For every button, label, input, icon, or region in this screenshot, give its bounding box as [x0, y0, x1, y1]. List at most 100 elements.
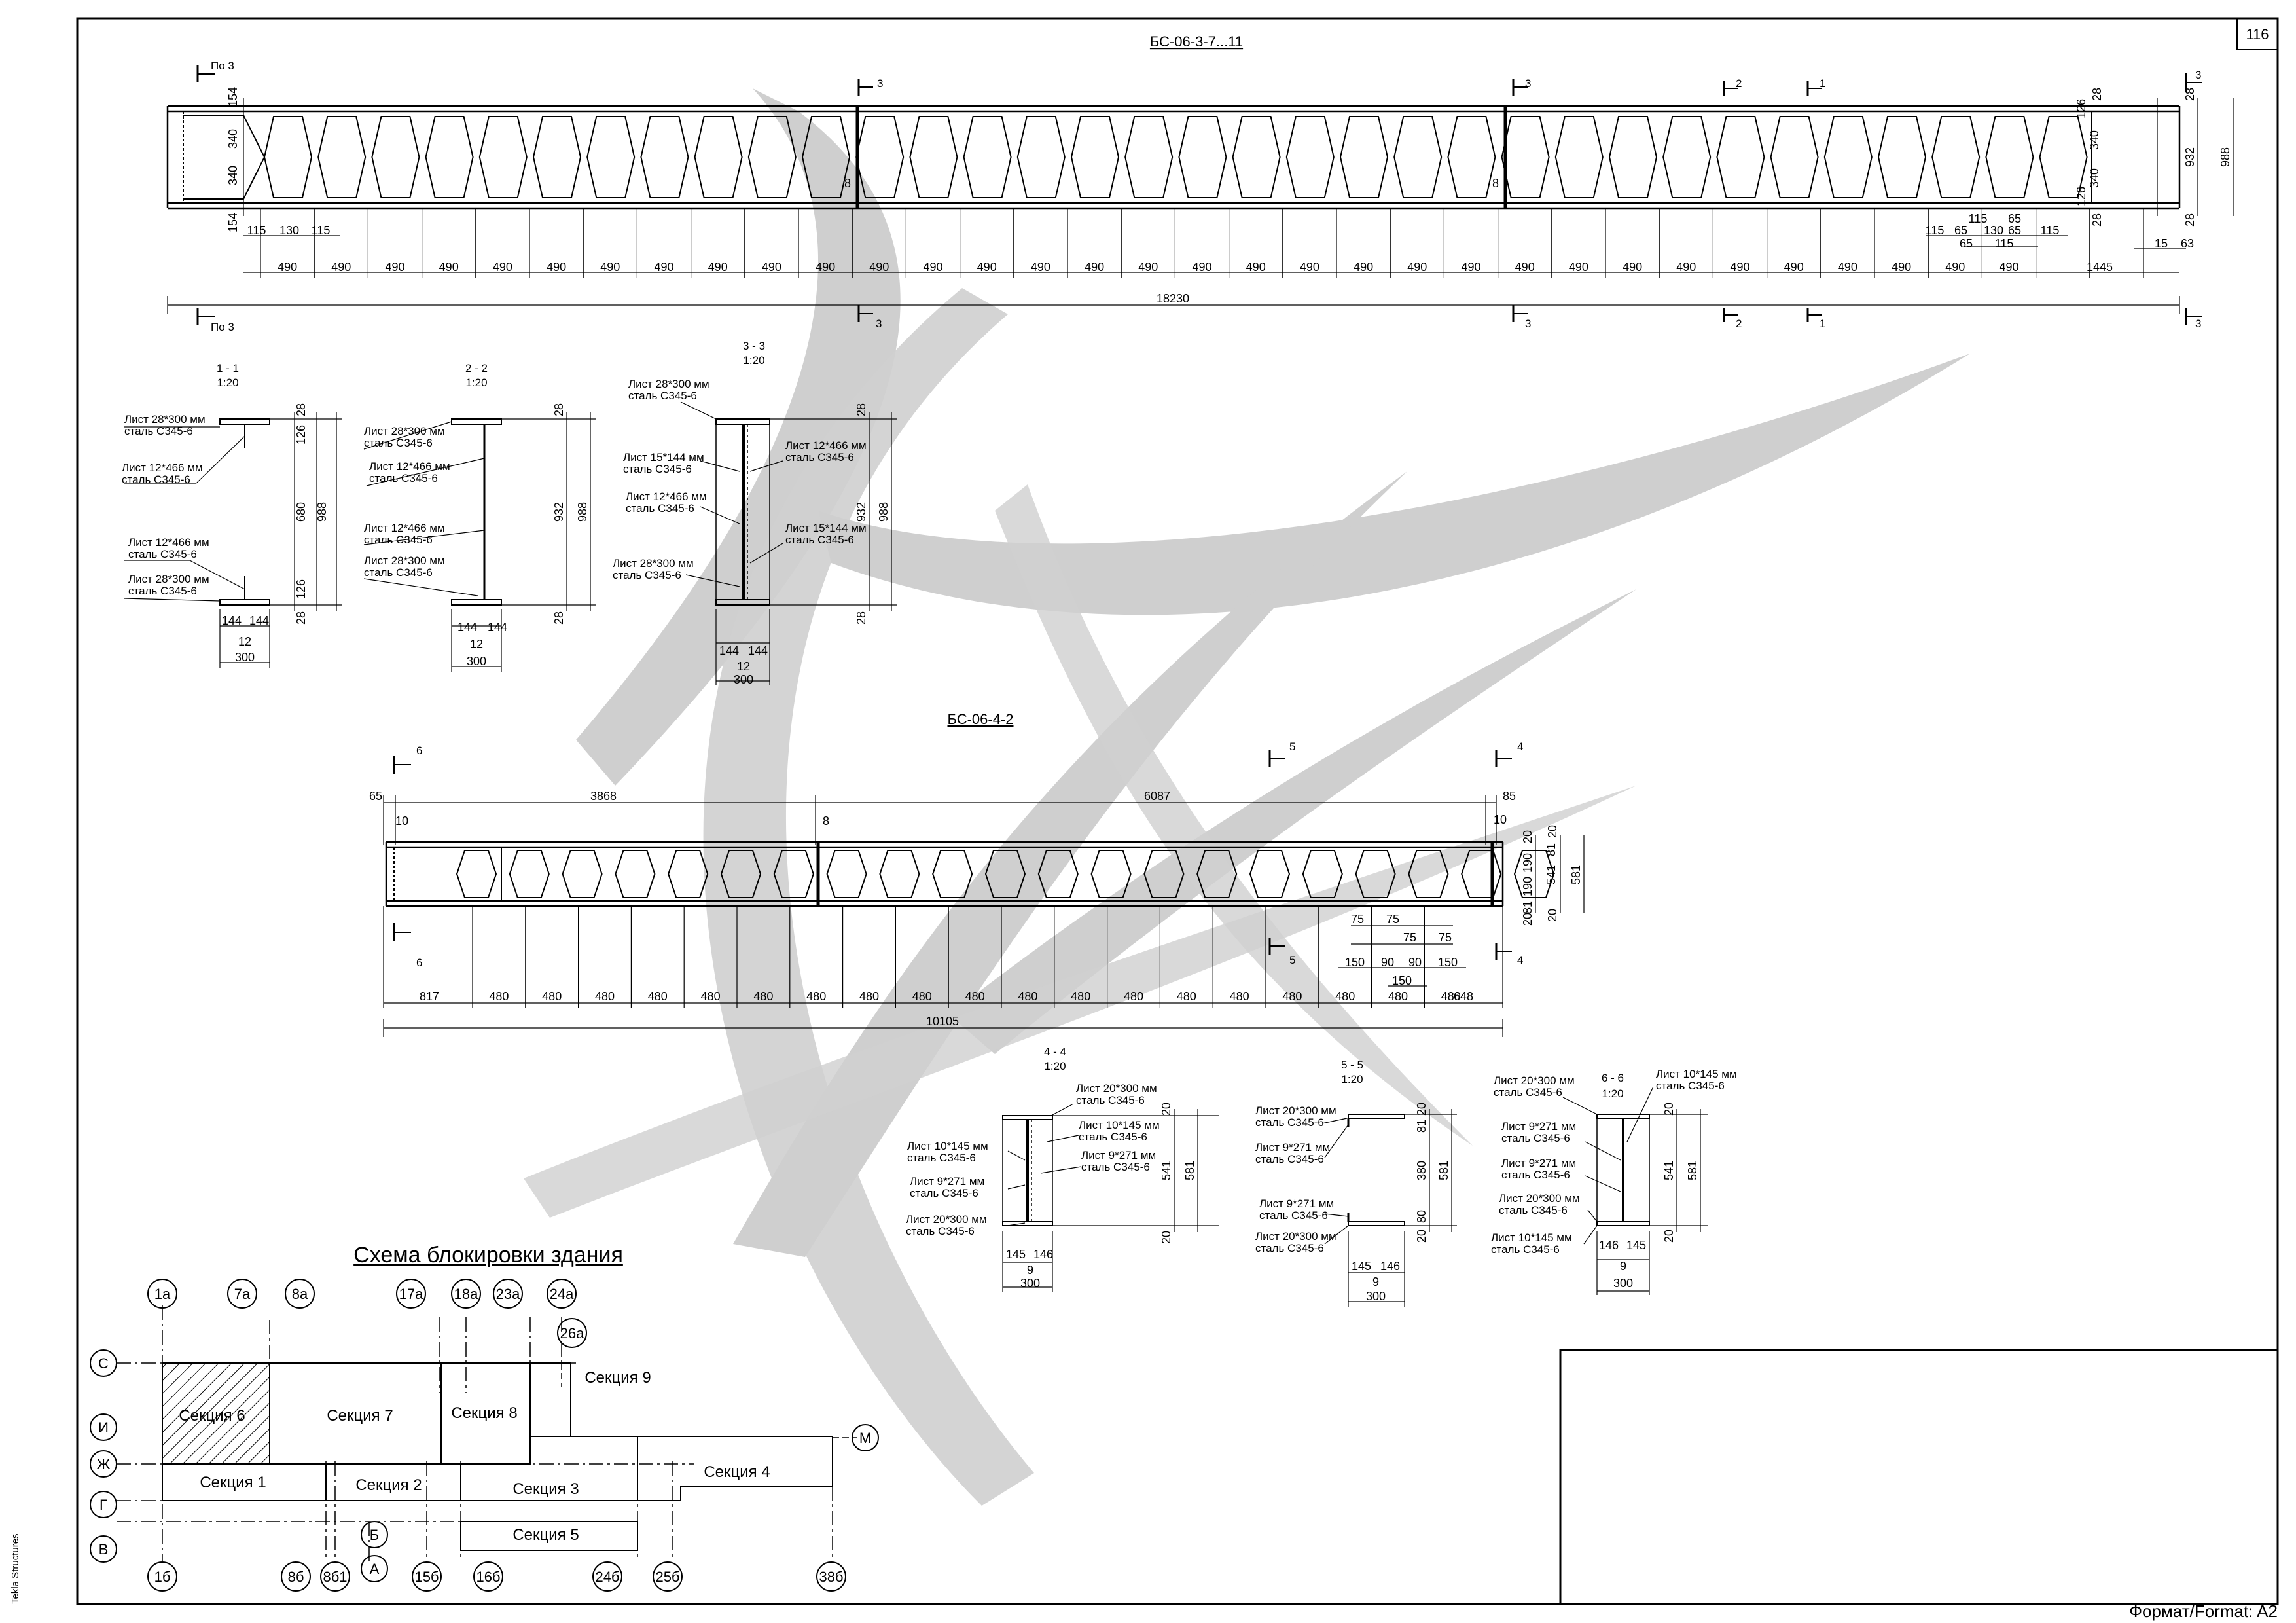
beam2-sec6-top: 6: [416, 744, 422, 757]
s44-d541: 541: [1160, 1161, 1173, 1180]
beam2-dim-20-b: 20: [1521, 913, 1534, 926]
s33-p3b: сталь С345-6: [626, 502, 694, 515]
beam1-drawing: БС-06-3-7...11 По 3 По 3 3 3 3 3 2 2 1 1…: [166, 33, 2234, 333]
s11-d680: 680: [295, 502, 308, 522]
beam1-dim-490: 490: [1515, 261, 1535, 274]
beam2-opening: [1037, 850, 1079, 898]
beam2-opening: [1249, 850, 1291, 898]
beam2-opening: [1513, 850, 1555, 898]
beam1-title: БС-06-3-7...11: [1150, 33, 1243, 50]
beam1-opening: [1985, 116, 2034, 198]
beam1-opening: [801, 116, 851, 198]
s33-p6a: Лист 15*144 мм: [785, 522, 867, 534]
s11-p2b: сталь С345-6: [122, 473, 190, 486]
beam2-dim-480: 480: [1441, 990, 1461, 1003]
s66-d541: 541: [1662, 1161, 1676, 1180]
beam2-dim-75-c: 75: [1403, 931, 1416, 944]
beam1-dim-15: 15: [2155, 237, 2168, 250]
beam1-opening: [532, 116, 582, 198]
beam1-opening: [1124, 116, 1174, 198]
beam1-opening: [317, 116, 367, 198]
s33-p4a: Лист 28*300 мм: [613, 557, 694, 570]
s22-d300: 300: [467, 655, 486, 668]
beam2-dim-190-a: 190: [1521, 853, 1534, 873]
beam2-dim-541: 541: [1545, 865, 1558, 884]
beam1-dim-490: 490: [1676, 261, 1696, 274]
s22-d932: 932: [552, 502, 565, 522]
s11-p1a: Лист 28*300 мм: [124, 413, 206, 426]
beam1-dim-115-a: 115: [247, 224, 266, 237]
beam1-dim-490: 490: [1999, 261, 2018, 274]
beam1-dim-130: 130: [279, 224, 299, 237]
beam1-dim-28-top-inner: 28: [2090, 88, 2104, 101]
s33-p4b: сталь С345-6: [613, 569, 681, 581]
beam1-dim-126-top: 126: [2075, 99, 2088, 119]
beam2-opening: [562, 850, 603, 898]
axis-B: Б: [370, 1527, 379, 1543]
sheet-frame: [76, 17, 2279, 1605]
axis-Zh: Ж: [97, 1456, 111, 1472]
sheet-number-box: [2236, 18, 2278, 50]
beam1-dim-115-d: 115: [1969, 212, 1988, 225]
s55-d300: 300: [1366, 1290, 1386, 1303]
beam1-dim-115-c: 115: [1926, 224, 1945, 237]
beam1-sec1-bottom: 1: [1820, 318, 1825, 330]
beam2-opening: [879, 850, 920, 898]
section-2-2: 2 - 2 1:20 Лист 28*300 мм сталь С345-6 Л…: [363, 362, 596, 672]
beam1-opening: [371, 116, 420, 198]
s33-p2b: сталь С345-6: [623, 463, 692, 475]
section-1-1-title: 1 - 1: [217, 362, 239, 374]
beam2-dim-150-b: 150: [1438, 956, 1458, 969]
beam1-sec1-top: 1: [1820, 77, 1825, 90]
beam1-dim-total: 18230: [1157, 292, 1189, 305]
beam2-opening: [773, 850, 814, 898]
s55-p2a: Лист 9*271 мм: [1255, 1141, 1330, 1154]
scheme-section-6: Секция 6: [179, 1407, 245, 1425]
s66-p2a: Лист 10*145 мм: [1656, 1068, 1737, 1080]
beam1-opening: [1662, 116, 1712, 198]
scheme-section-7: Секция 7: [327, 1407, 393, 1425]
watermark-logo: [524, 88, 1970, 1506]
beam1-dim-490: 490: [493, 261, 512, 274]
s11-d144-a: 144: [222, 614, 242, 627]
beam1-dim-932: 932: [2183, 147, 2197, 167]
beam1-dim-988: 988: [2219, 147, 2232, 167]
beam2-dim-75-d: 75: [1439, 931, 1452, 944]
beam1-opening: [747, 116, 797, 198]
s33-d12: 12: [737, 660, 750, 673]
beam1-dim-340-top: 340: [226, 129, 240, 149]
beam2-dim-8: 8: [823, 814, 829, 828]
beam1-opening: [963, 116, 1012, 198]
beam2-dim-480: 480: [753, 990, 773, 1003]
beam2-dim-20-a: 20: [1521, 830, 1534, 843]
section-3-3: 3 - 3 1:20 Лист 28*300 мм сталь С345-6 Л…: [613, 340, 897, 686]
beam2-dim-480: 480: [701, 990, 721, 1003]
s22-p2a: Лист 12*466 мм: [369, 460, 450, 473]
beam1-dim-126-bottom: 126: [2075, 187, 2088, 206]
s33-d144-a: 144: [719, 644, 739, 657]
s44-d20-top: 20: [1160, 1103, 1173, 1116]
beam2-dim-480: 480: [1124, 990, 1143, 1003]
beam2-dim-75-b: 75: [1386, 913, 1399, 926]
beam2-opening: [668, 850, 709, 898]
beam1-dim-115-e: 115: [2041, 224, 2060, 237]
beam2-dim-150-c: 150: [1392, 974, 1412, 987]
sheet-number: 116: [2246, 26, 2269, 43]
s22-d144-b: 144: [488, 621, 507, 634]
beam2-sec4-bottom: 4: [1517, 954, 1523, 966]
s44-d581: 581: [1183, 1161, 1196, 1180]
beam2-opening: [720, 850, 762, 898]
s55-p2b: сталь С345-6: [1255, 1153, 1324, 1165]
s22-d28-top: 28: [552, 403, 565, 416]
beam1-dim-490: 490: [547, 261, 566, 274]
beam2-dim-480: 480: [542, 990, 562, 1003]
beam1-dim-490: 490: [977, 261, 997, 274]
beam2-sec5-top: 5: [1289, 740, 1295, 753]
section-2-2-title: 2 - 2: [465, 362, 488, 374]
scheme-section-2: Секция 2: [355, 1476, 422, 1494]
s22-p4a: Лист 28*300 мм: [364, 555, 445, 567]
s44-d146: 146: [1033, 1248, 1053, 1261]
axis-38b: 38б: [819, 1569, 843, 1585]
section-4-4: 4 - 4 1:20 Лист 20*300 мм сталь С345-6 Л…: [906, 1046, 1219, 1292]
beam2-dim-480: 480: [1177, 990, 1196, 1003]
